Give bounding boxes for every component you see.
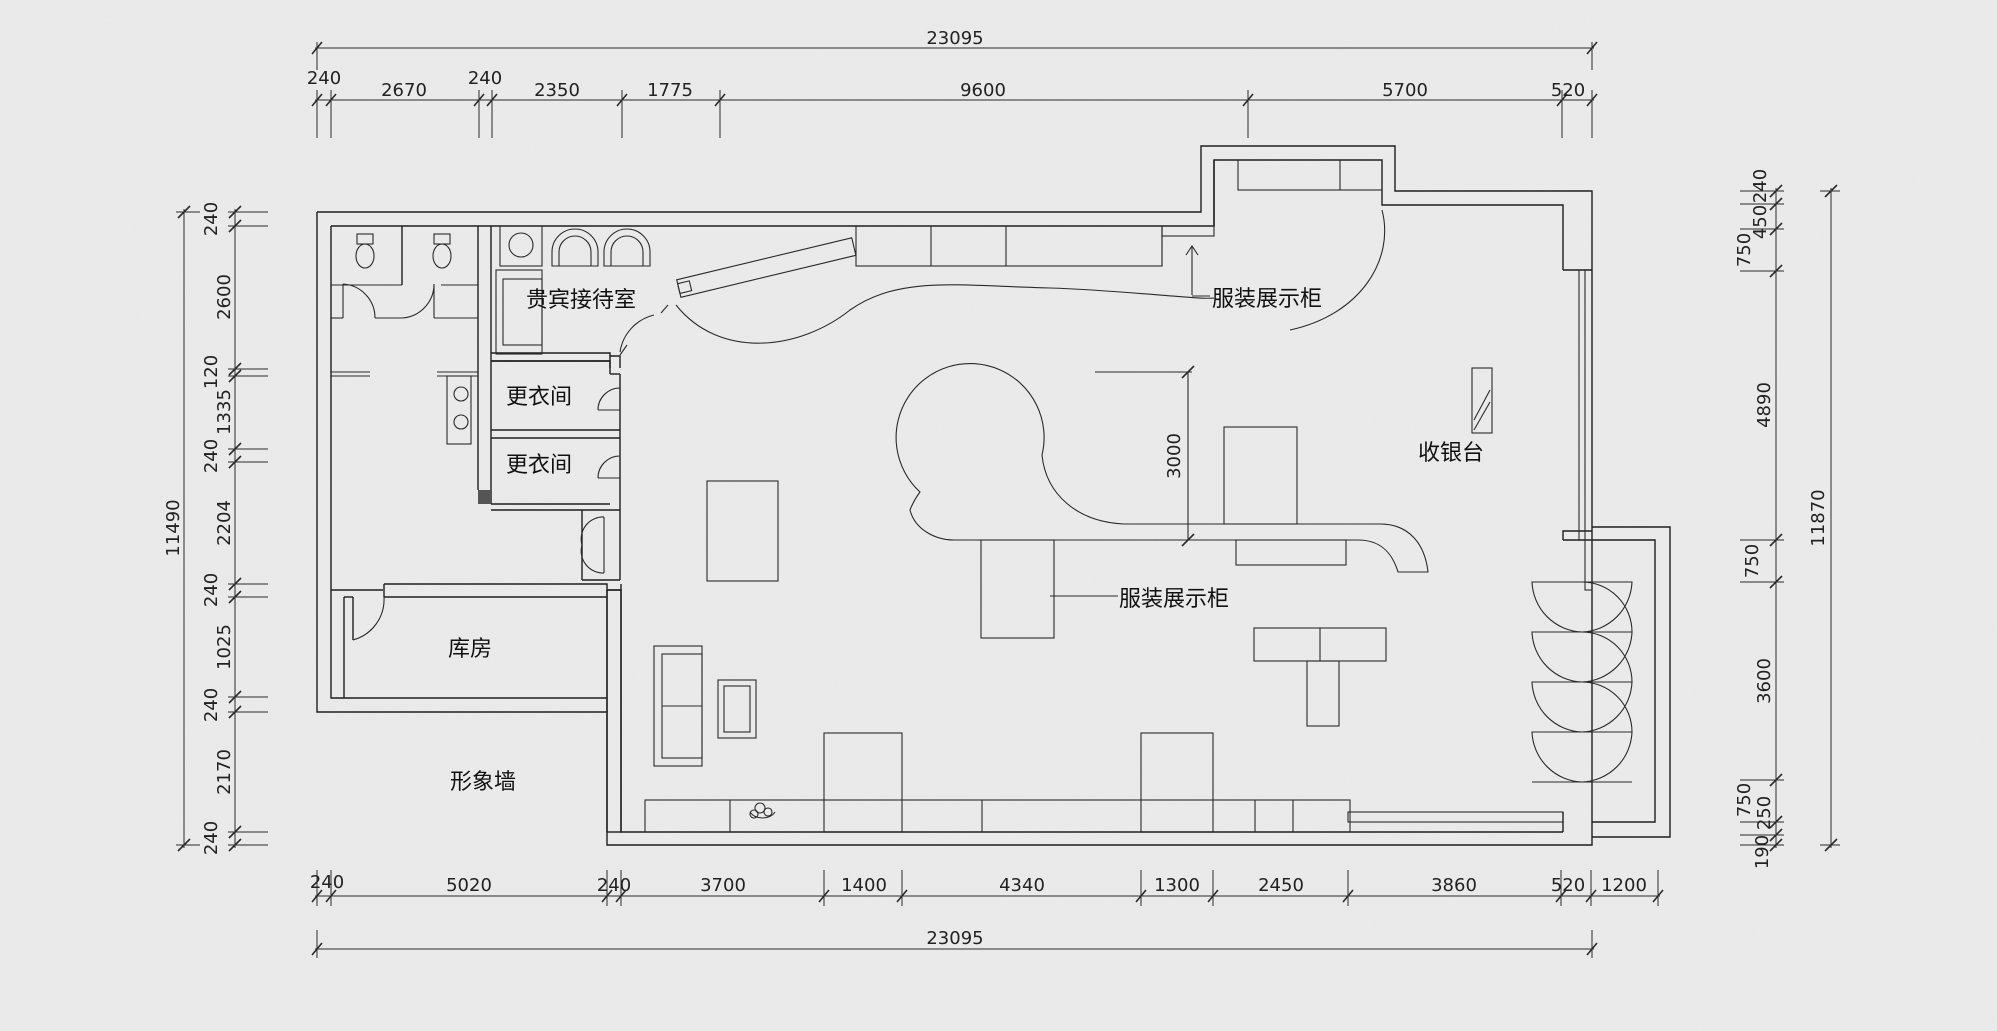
cashier-label: 收银台 (1418, 441, 1484, 466)
display-table-2 (1223, 426, 1298, 525)
fitting-door-2 (597, 455, 621, 479)
display-cabinet-center-label: 服装展示柜 (1119, 587, 1229, 612)
vip-reception-label: 贵宾接待室 (526, 288, 636, 313)
plant-icon (749, 802, 776, 819)
right-dimensions: 11870 240 450 750 (1734, 169, 1840, 869)
top-curved-display (675, 284, 1215, 344)
wash-basins (446, 375, 472, 445)
dim-right-8: 250 (1754, 796, 1775, 830)
display-table-1 (706, 480, 779, 582)
toilet-bowl-2 (432, 233, 452, 269)
top-right-curve (1289, 209, 1386, 331)
cashier-counter (1471, 367, 1493, 434)
dim-right-7: 750 (1734, 783, 1755, 817)
dim-left-10: 2170 (214, 749, 235, 795)
dim-left-2: 2600 (214, 274, 235, 320)
dim-right-1: 240 (1750, 169, 1771, 203)
lounge-sofa (653, 645, 703, 767)
toilet-door-1 (342, 283, 376, 319)
slanted-cabinet (676, 237, 857, 298)
fitting-door-1 (597, 387, 621, 411)
column-hatch (478, 490, 492, 504)
dim-top-3: 240 (468, 68, 502, 89)
display-table-3 (1235, 539, 1347, 566)
top-display-cabinets: 服装展示柜 (660, 209, 1386, 344)
dim-bottom-6: 4340 (999, 875, 1045, 896)
fitting-room-1-label: 更衣间 (506, 385, 572, 410)
dim-interior: 3000 (1164, 433, 1185, 479)
dim-left-3: 120 (201, 355, 222, 389)
dim-right-total: 11870 (1808, 489, 1829, 546)
t-display-table (1253, 627, 1387, 727)
bottom-cabinets (644, 645, 1564, 833)
dim-bottom-3: 240 (597, 875, 631, 896)
toilets (331, 226, 492, 504)
dim-top-7: 5700 (1382, 80, 1428, 101)
dim-right-4: 4890 (1754, 382, 1775, 428)
fitting-room-2-label: 更衣间 (506, 453, 572, 478)
toilet-bowl-1 (355, 233, 375, 269)
dim-left-4: 1335 (214, 389, 235, 435)
dim-right-6: 3600 (1754, 658, 1775, 704)
dim-left-9: 240 (201, 688, 222, 722)
dim-left-11: 240 (201, 821, 222, 855)
dim-left-total: 11490 (163, 499, 184, 556)
dim-top-8: 520 (1551, 80, 1585, 101)
center-display: 3000 服装展示柜 (706, 362, 1429, 727)
dim-bottom-2: 5020 (446, 875, 492, 896)
dim-left-8: 1025 (214, 624, 235, 670)
dim-right-3: 750 (1734, 233, 1755, 267)
dim-bottom-11: 1200 (1601, 875, 1647, 896)
dim-bottom-7: 1300 (1154, 875, 1200, 896)
cashier-area: 收银台 (1418, 367, 1493, 466)
dim-top-6: 9600 (960, 80, 1006, 101)
dim-right-9: 190 (1752, 835, 1773, 869)
storage-door-swing (352, 596, 385, 641)
dim-bottom-1: 240 (310, 872, 344, 893)
storage-label: 库房 (448, 637, 492, 662)
dim-left-1: 240 (201, 202, 222, 236)
dim-bottom-total: 23095 (926, 928, 983, 949)
vip-armchairs (499, 225, 651, 267)
dim-bottom-9: 3860 (1431, 875, 1477, 896)
dim-top-4: 2350 (534, 80, 580, 101)
dim-left-7: 240 (201, 573, 222, 607)
toilet-door-2 (401, 283, 435, 319)
dim-top-total: 23095 (926, 28, 983, 49)
dim-bottom-4: 3700 (700, 875, 746, 896)
dim-left-6: 2204 (214, 500, 235, 546)
lounge-chair (717, 679, 757, 739)
dim-bottom-10: 520 (1551, 875, 1585, 896)
dim-bottom-5: 1400 (841, 875, 887, 896)
vip-sofa (495, 269, 543, 355)
dim-top-1: 240 (307, 68, 341, 89)
display-table-4 (980, 539, 1055, 639)
left-dimensions: 11490 (163, 202, 268, 855)
dim-right-5: 750 (1742, 544, 1763, 578)
dim-bottom-8: 2450 (1258, 875, 1304, 896)
dim-top-5: 1775 (647, 80, 693, 101)
dim-left-5: 240 (201, 439, 222, 473)
dim-top-2: 2670 (381, 80, 427, 101)
top-dimensions: 23095 240 2670 240 2350 1775 (307, 28, 1598, 138)
image-wall-label: 形象墙 (450, 770, 516, 795)
window-display (1531, 539, 1633, 783)
dim-right-2: 450 (1750, 205, 1771, 239)
display-cabinet-top-label: 服装展示柜 (1212, 287, 1322, 312)
fitting-rooms: 更衣间 更衣间 (491, 360, 621, 581)
bottom-dimensions: 240 5020 240 3700 1400 4340 1300 2450 38… (310, 870, 1664, 958)
vip-door-swing (619, 314, 655, 353)
entry-double-door (580, 510, 621, 581)
